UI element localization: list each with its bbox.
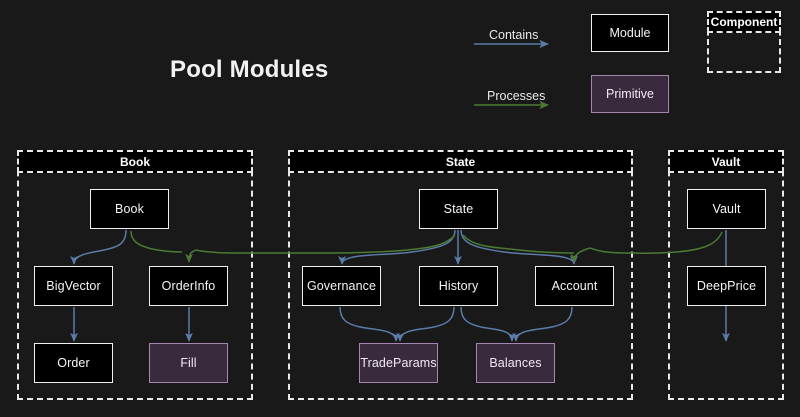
node-book-label: Book <box>115 202 144 216</box>
node-bigvector[interactable]: BigVector <box>34 266 113 306</box>
node-balances-label: Balances <box>489 356 542 370</box>
cluster-state-label: State <box>445 154 476 169</box>
node-orderinfo-label: OrderInfo <box>161 279 216 293</box>
page-title: Pool Modules <box>170 56 329 83</box>
node-governance-label: Governance <box>306 279 377 293</box>
node-order[interactable]: Order <box>34 343 113 383</box>
legend-module-label: Module <box>609 26 651 40</box>
legend-module-box: Module <box>591 14 669 52</box>
cluster-book-header: Book <box>17 150 253 173</box>
node-fill[interactable]: Fill <box>149 343 228 383</box>
node-deepprice[interactable]: DeepPrice <box>687 266 766 306</box>
node-deepprice-label: DeepPrice <box>696 279 757 293</box>
node-balances[interactable]: Balances <box>476 343 555 383</box>
node-history-label: History <box>438 279 479 293</box>
node-tradeparams[interactable]: TradeParams <box>359 343 438 383</box>
node-order-label: Order <box>57 356 90 370</box>
cluster-state-header: State <box>288 150 633 173</box>
cluster-book-label: Book <box>120 154 150 169</box>
node-governance[interactable]: Governance <box>302 266 381 306</box>
cluster-vault-header: Vault <box>668 150 784 173</box>
legend-primitive-box: Primitive <box>591 75 669 113</box>
legend-primitive-label: Primitive <box>606 87 654 101</box>
node-account-label: Account <box>551 279 598 293</box>
node-bigvector-label: BigVector <box>46 279 101 293</box>
node-tradeparams-label: TradeParams <box>360 356 437 370</box>
legend-component-label: Component <box>710 15 778 29</box>
node-vault[interactable]: Vault <box>687 189 766 229</box>
node-history[interactable]: History <box>419 266 498 306</box>
node-orderinfo[interactable]: OrderInfo <box>149 266 228 306</box>
node-state[interactable]: State <box>419 189 498 229</box>
node-vault-label: Vault <box>712 202 741 216</box>
node-account[interactable]: Account <box>535 266 614 306</box>
node-fill-label: Fill <box>180 356 197 370</box>
legend-contains-label: Contains <box>489 28 539 42</box>
legend-component-header: Component <box>707 11 781 33</box>
cluster-vault-label: Vault <box>711 154 741 169</box>
legend-processes-label: Processes <box>487 89 546 103</box>
node-state-label: State <box>443 202 474 216</box>
node-book[interactable]: Book <box>90 189 169 229</box>
